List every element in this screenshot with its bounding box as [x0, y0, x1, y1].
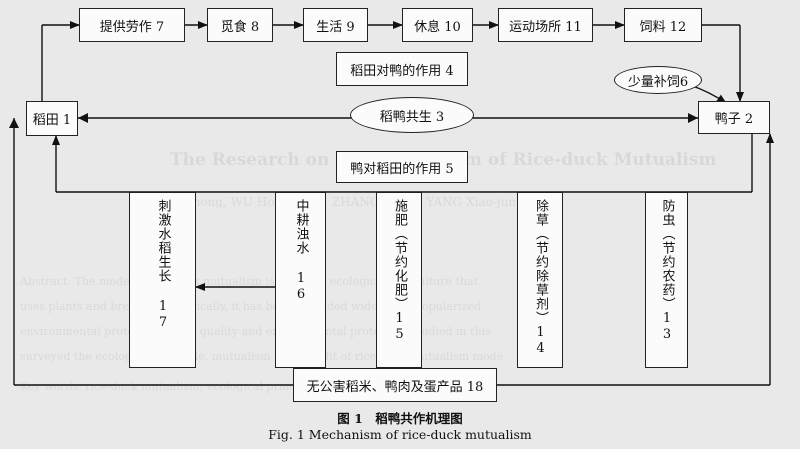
pest-label: 防虫（节约农药）13 [659, 199, 675, 343]
node-forage: 觅食 8 [207, 8, 273, 42]
stimulate-label: 刺激水稻生长 17 [155, 199, 171, 331]
node-fertilize: 施肥（节约化肥）15 [376, 192, 422, 368]
node-plow: 中耕浊水 16 [275, 192, 326, 368]
node-weed: 除草（节约除草剂）14 [517, 192, 563, 368]
node-duck: 鸭子 2 [698, 101, 770, 134]
node-rice-field: 稻田 1 [26, 101, 78, 136]
node-product: 无公害稻米、鸭肉及蛋产品 18 [293, 368, 497, 402]
plow-label: 中耕浊水 16 [293, 199, 309, 303]
figure-caption-cn: 图 1 稻鸭共作机理图 [337, 411, 463, 426]
node-labor: 提供劳作 7 [79, 8, 185, 42]
node-duck-to-field: 鸭对稻田的作用 5 [336, 151, 468, 183]
node-life: 生活 9 [303, 8, 368, 42]
node-pest: 防虫（节约农药）13 [645, 192, 688, 368]
node-rest: 休息 10 [402, 8, 473, 42]
figure-caption-en: Fig. 1 Mechanism of rice-duck mutualism [268, 427, 532, 442]
weed-label: 除草（节约除草剂）14 [533, 199, 548, 357]
node-supplement: 少量补饲6 [614, 66, 702, 94]
fertilize-label: 施肥（节约化肥）15 [392, 199, 407, 343]
node-symbiosis: 稻鸭共生 3 [350, 97, 474, 133]
node-exercise: 运动场所 11 [498, 8, 593, 42]
node-field-to-duck: 稻田对鸭的作用 4 [336, 52, 468, 86]
node-stimulate: 刺激水稻生长 17 [129, 192, 196, 368]
node-feed: 饲料 12 [624, 8, 702, 42]
